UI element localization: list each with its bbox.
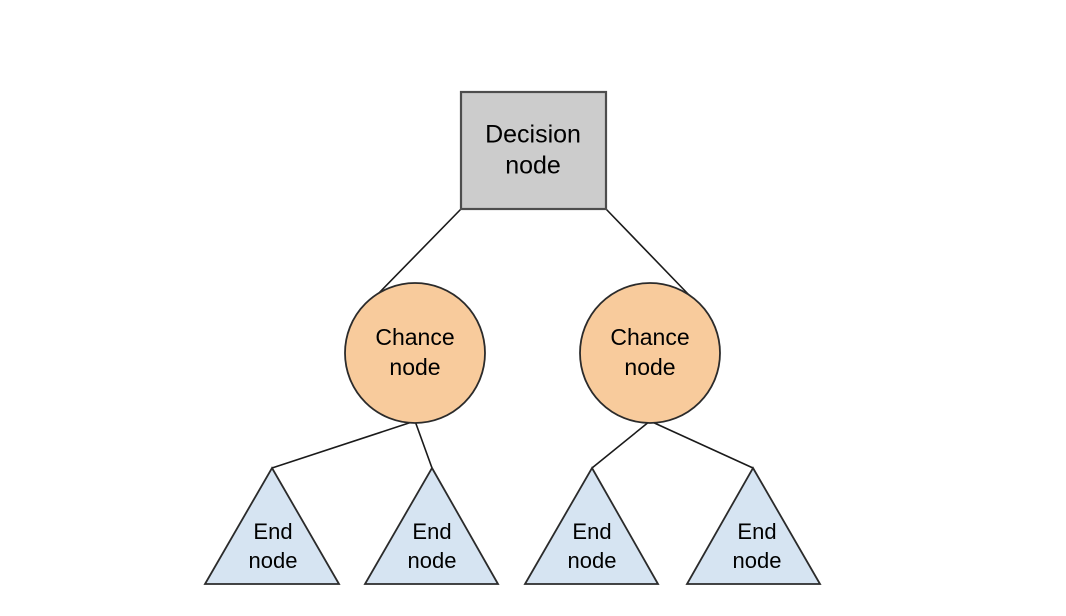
decision-node-label-line2: node — [505, 152, 561, 180]
decision-node[interactable]: Decision node — [459, 90, 608, 211]
chance-node-left-label-line2: node — [389, 354, 440, 380]
end-node-2-label-line2: node — [408, 548, 457, 573]
edge-decision-to-chance-right — [605, 208, 690, 296]
end-node-1-triangle[interactable] — [203, 466, 341, 585]
end-node-1-label-line2: node — [249, 548, 298, 573]
edge-chance-right-to-end-3 — [591, 420, 651, 469]
chance-node-right-label-line1: Chance — [610, 324, 689, 350]
end-node-3-label-line2: node — [568, 548, 617, 573]
end-node-4-label-line2: node — [733, 548, 782, 573]
decision-node-rect[interactable] — [459, 90, 608, 211]
chance-node-right[interactable]: Chance node — [579, 282, 721, 424]
chance-node-right-label-line2: node — [624, 354, 675, 380]
edge-group — [271, 208, 754, 469]
end-node-2-triangle[interactable] — [363, 466, 500, 585]
chance-node-right-circle[interactable] — [579, 282, 721, 424]
chance-node-left-circle[interactable] — [344, 282, 486, 424]
end-node-4-triangle[interactable] — [685, 466, 822, 585]
end-node-2-label-line1: End — [412, 519, 451, 544]
end-node-3-label-line1: End — [572, 519, 611, 544]
edge-chance-left-to-end-2 — [414, 420, 433, 469]
edge-decision-to-chance-left — [376, 208, 462, 296]
end-node-1[interactable]: End node — [203, 466, 341, 585]
edge-chance-left-to-end-1 — [271, 420, 416, 469]
edge-chance-right-to-end-4 — [649, 420, 754, 469]
decision-node-label-line1: Decision — [485, 121, 581, 149]
end-node-1-label-line1: End — [253, 519, 292, 544]
end-node-3[interactable]: End node — [523, 466, 660, 585]
end-node-4-label-line1: End — [737, 519, 776, 544]
chance-node-left-label-line1: Chance — [375, 324, 454, 350]
end-node-4[interactable]: End node — [685, 466, 822, 585]
end-node-2[interactable]: End node — [363, 466, 500, 585]
chance-node-left[interactable]: Chance node — [344, 282, 486, 424]
end-node-3-triangle[interactable] — [523, 466, 660, 585]
